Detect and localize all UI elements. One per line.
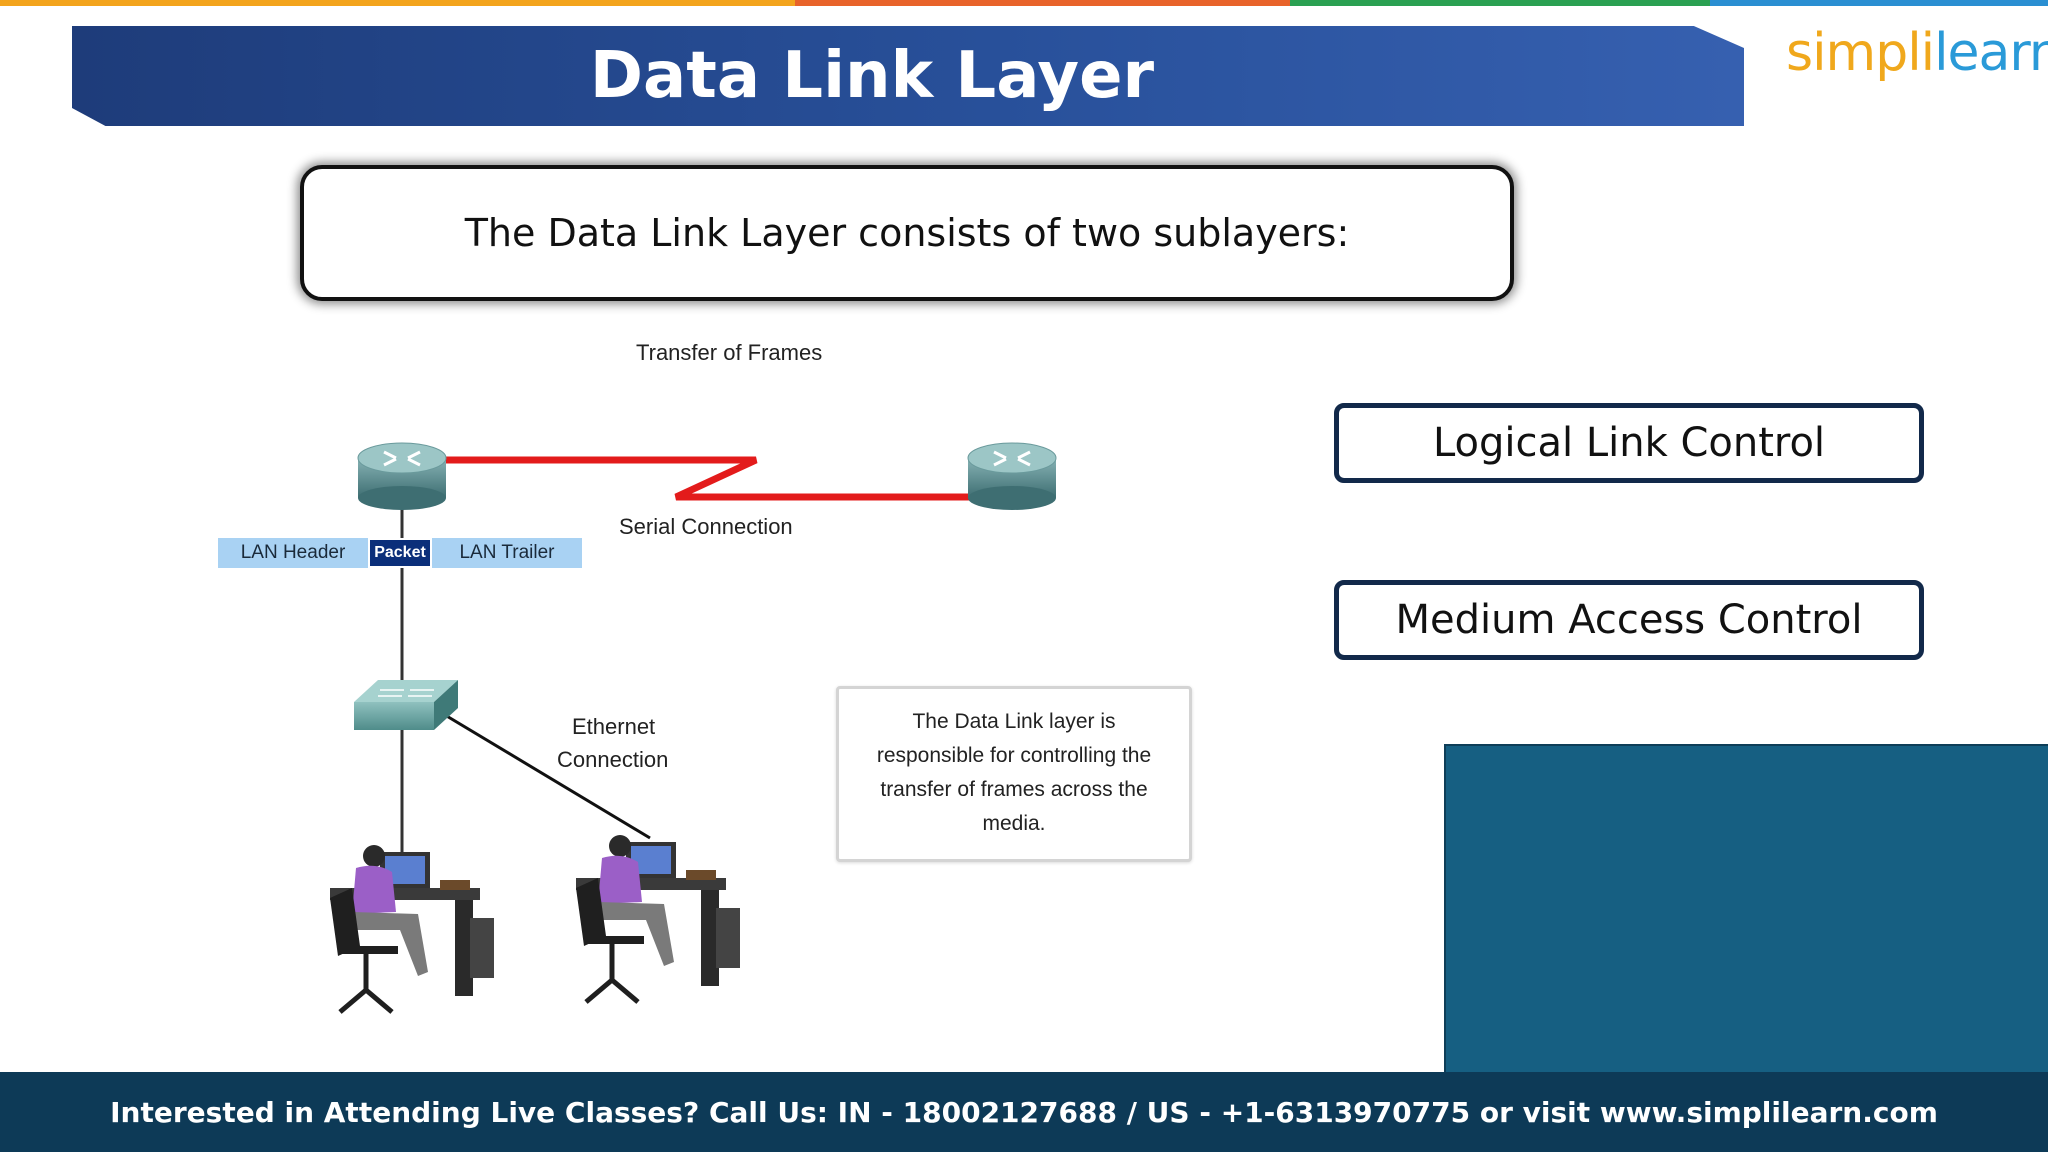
lan-header: LAN Header — [218, 538, 368, 568]
presenter-video-panel — [1444, 744, 2048, 1072]
ethernet-label-line1: Ethernet — [572, 714, 656, 739]
sublayer-medium-access-control: Medium Access Control — [1334, 580, 1924, 660]
intro-box: The Data Link Layer consists of two subl… — [300, 165, 1514, 301]
footer-text: Interested in Attending Live Classes? Ca… — [110, 1095, 1938, 1129]
transfer-of-frames-label: Transfer of Frames — [636, 340, 823, 365]
top-color-strip — [0, 0, 2048, 6]
router-icon — [357, 442, 447, 510]
switch-icon — [354, 680, 458, 730]
title-banner — [72, 26, 1744, 126]
router-icon — [967, 442, 1057, 510]
workstation-icon — [330, 845, 494, 1014]
ethernet-label-line2: Connection — [557, 747, 669, 772]
workstation-icon — [576, 835, 740, 1004]
data-link-note: The Data Link layer is responsible for c… — [836, 686, 1192, 862]
serial-link — [446, 456, 970, 501]
sublayer-logical-link-control: Logical Link Control — [1334, 403, 1924, 483]
note-text: The Data Link layer is responsible for c… — [876, 710, 1152, 835]
lan-trailer: LAN Trailer — [432, 538, 582, 568]
packet: Packet — [368, 538, 432, 568]
simplilearn-logo: simplilearn — [1786, 23, 2048, 83]
serial-connection-label: Serial Connection — [619, 514, 793, 539]
intro-text: The Data Link Layer consists of two subl… — [464, 211, 1350, 255]
footer-banner: Interested in Attending Live Classes? Ca… — [0, 1072, 2048, 1152]
ethernet-link — [439, 710, 651, 840]
sublayer-label: Medium Access Control — [1395, 597, 1863, 643]
sublayer-label: Logical Link Control — [1432, 420, 1826, 466]
slide-title: Data Link Layer — [589, 39, 1155, 113]
